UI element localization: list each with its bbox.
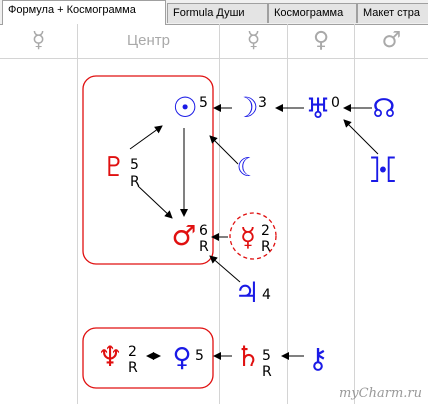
column-divider — [77, 24, 78, 404]
tab-formula-soul[interactable]: Formula Души — [167, 3, 268, 23]
jupiter-icon: ♃ — [234, 276, 259, 309]
venus-column-header-icon: ♀ — [312, 28, 330, 53]
watermark: myCharm.ru — [338, 386, 422, 401]
header-divider — [0, 58, 428, 59]
mercury-column-header-icon: ☿ — [246, 28, 261, 53]
uranus-number: 0 — [331, 95, 340, 111]
formula-grid: ☿ Центр ☿ ♀ ♂ ☉ 5 ☽ — [0, 24, 428, 404]
arrow-jupiter-mars — [209, 255, 241, 283]
proserpina-icon: ⯘ — [370, 155, 396, 185]
neptune-icon: ♆ — [97, 340, 122, 373]
chiron-icon: ⚷ — [308, 342, 329, 375]
lilith-icon: ☾ — [236, 153, 259, 183]
column-divider — [287, 24, 288, 404]
arrow-pluto-mars — [137, 185, 173, 219]
moon-number: 3 — [258, 95, 267, 111]
center-column-header: Центр — [127, 32, 170, 49]
mars-column-header-icon: ♂ — [381, 28, 402, 53]
mars-retrograde: R — [199, 239, 209, 255]
saturn-number: 5 — [262, 348, 271, 364]
mercury-retrograde: R — [261, 239, 271, 255]
moon-icon: ☽ — [233, 91, 258, 124]
mercury-highlight-circle — [229, 212, 277, 260]
venus-number: 5 — [195, 348, 204, 364]
pluto-icon: ♇ — [102, 152, 126, 183]
tab-bar: Формула + Космограмма Formula Души Космо… — [0, 0, 428, 25]
pluto-number: 5 — [130, 157, 139, 173]
column-divider — [219, 24, 220, 404]
center-group-box — [82, 75, 214, 265]
venus-icon: ♀ — [172, 343, 191, 373]
column-divider — [354, 24, 355, 404]
mercury-icon: ☿ — [240, 223, 256, 253]
arrow-lilith-sun — [209, 135, 239, 165]
mars-icon: ♂ — [171, 219, 196, 252]
arrow-proserpina-uranus — [343, 119, 379, 155]
mercury-number: 2 — [261, 223, 270, 239]
sun-icon: ☉ — [172, 91, 197, 124]
tab-formula-cosmogram[interactable]: Формула + Космограмма — [2, 0, 166, 25]
pluto-retrograde: R — [130, 174, 140, 190]
north-node-icon: ☊ — [372, 94, 395, 124]
mercury-column-header-icon: ☿ — [31, 28, 46, 53]
saturn-retrograde: R — [262, 364, 272, 380]
mars-number: 6 — [199, 223, 208, 239]
neptune-retrograde: R — [128, 360, 138, 376]
sun-number: 5 — [199, 95, 208, 111]
formula-diagram: ☉ 5 ☽ 3 ♅ 0 ☊ ♇ 5 R ☾ ⯘ ♂ 6 R ☿ 2 R ♃ 4 … — [82, 75, 396, 389]
jupiter-number: 4 — [262, 287, 271, 303]
neptune-number: 2 — [128, 344, 137, 360]
tab-cosmogram[interactable]: Космограмма — [268, 3, 357, 23]
saturn-icon: ♄ — [235, 340, 260, 373]
tab-page-layout[interactable]: Макет стра — [357, 3, 428, 23]
uranus-icon: ♅ — [305, 92, 330, 125]
arrow-pluto-sun — [129, 125, 163, 150]
